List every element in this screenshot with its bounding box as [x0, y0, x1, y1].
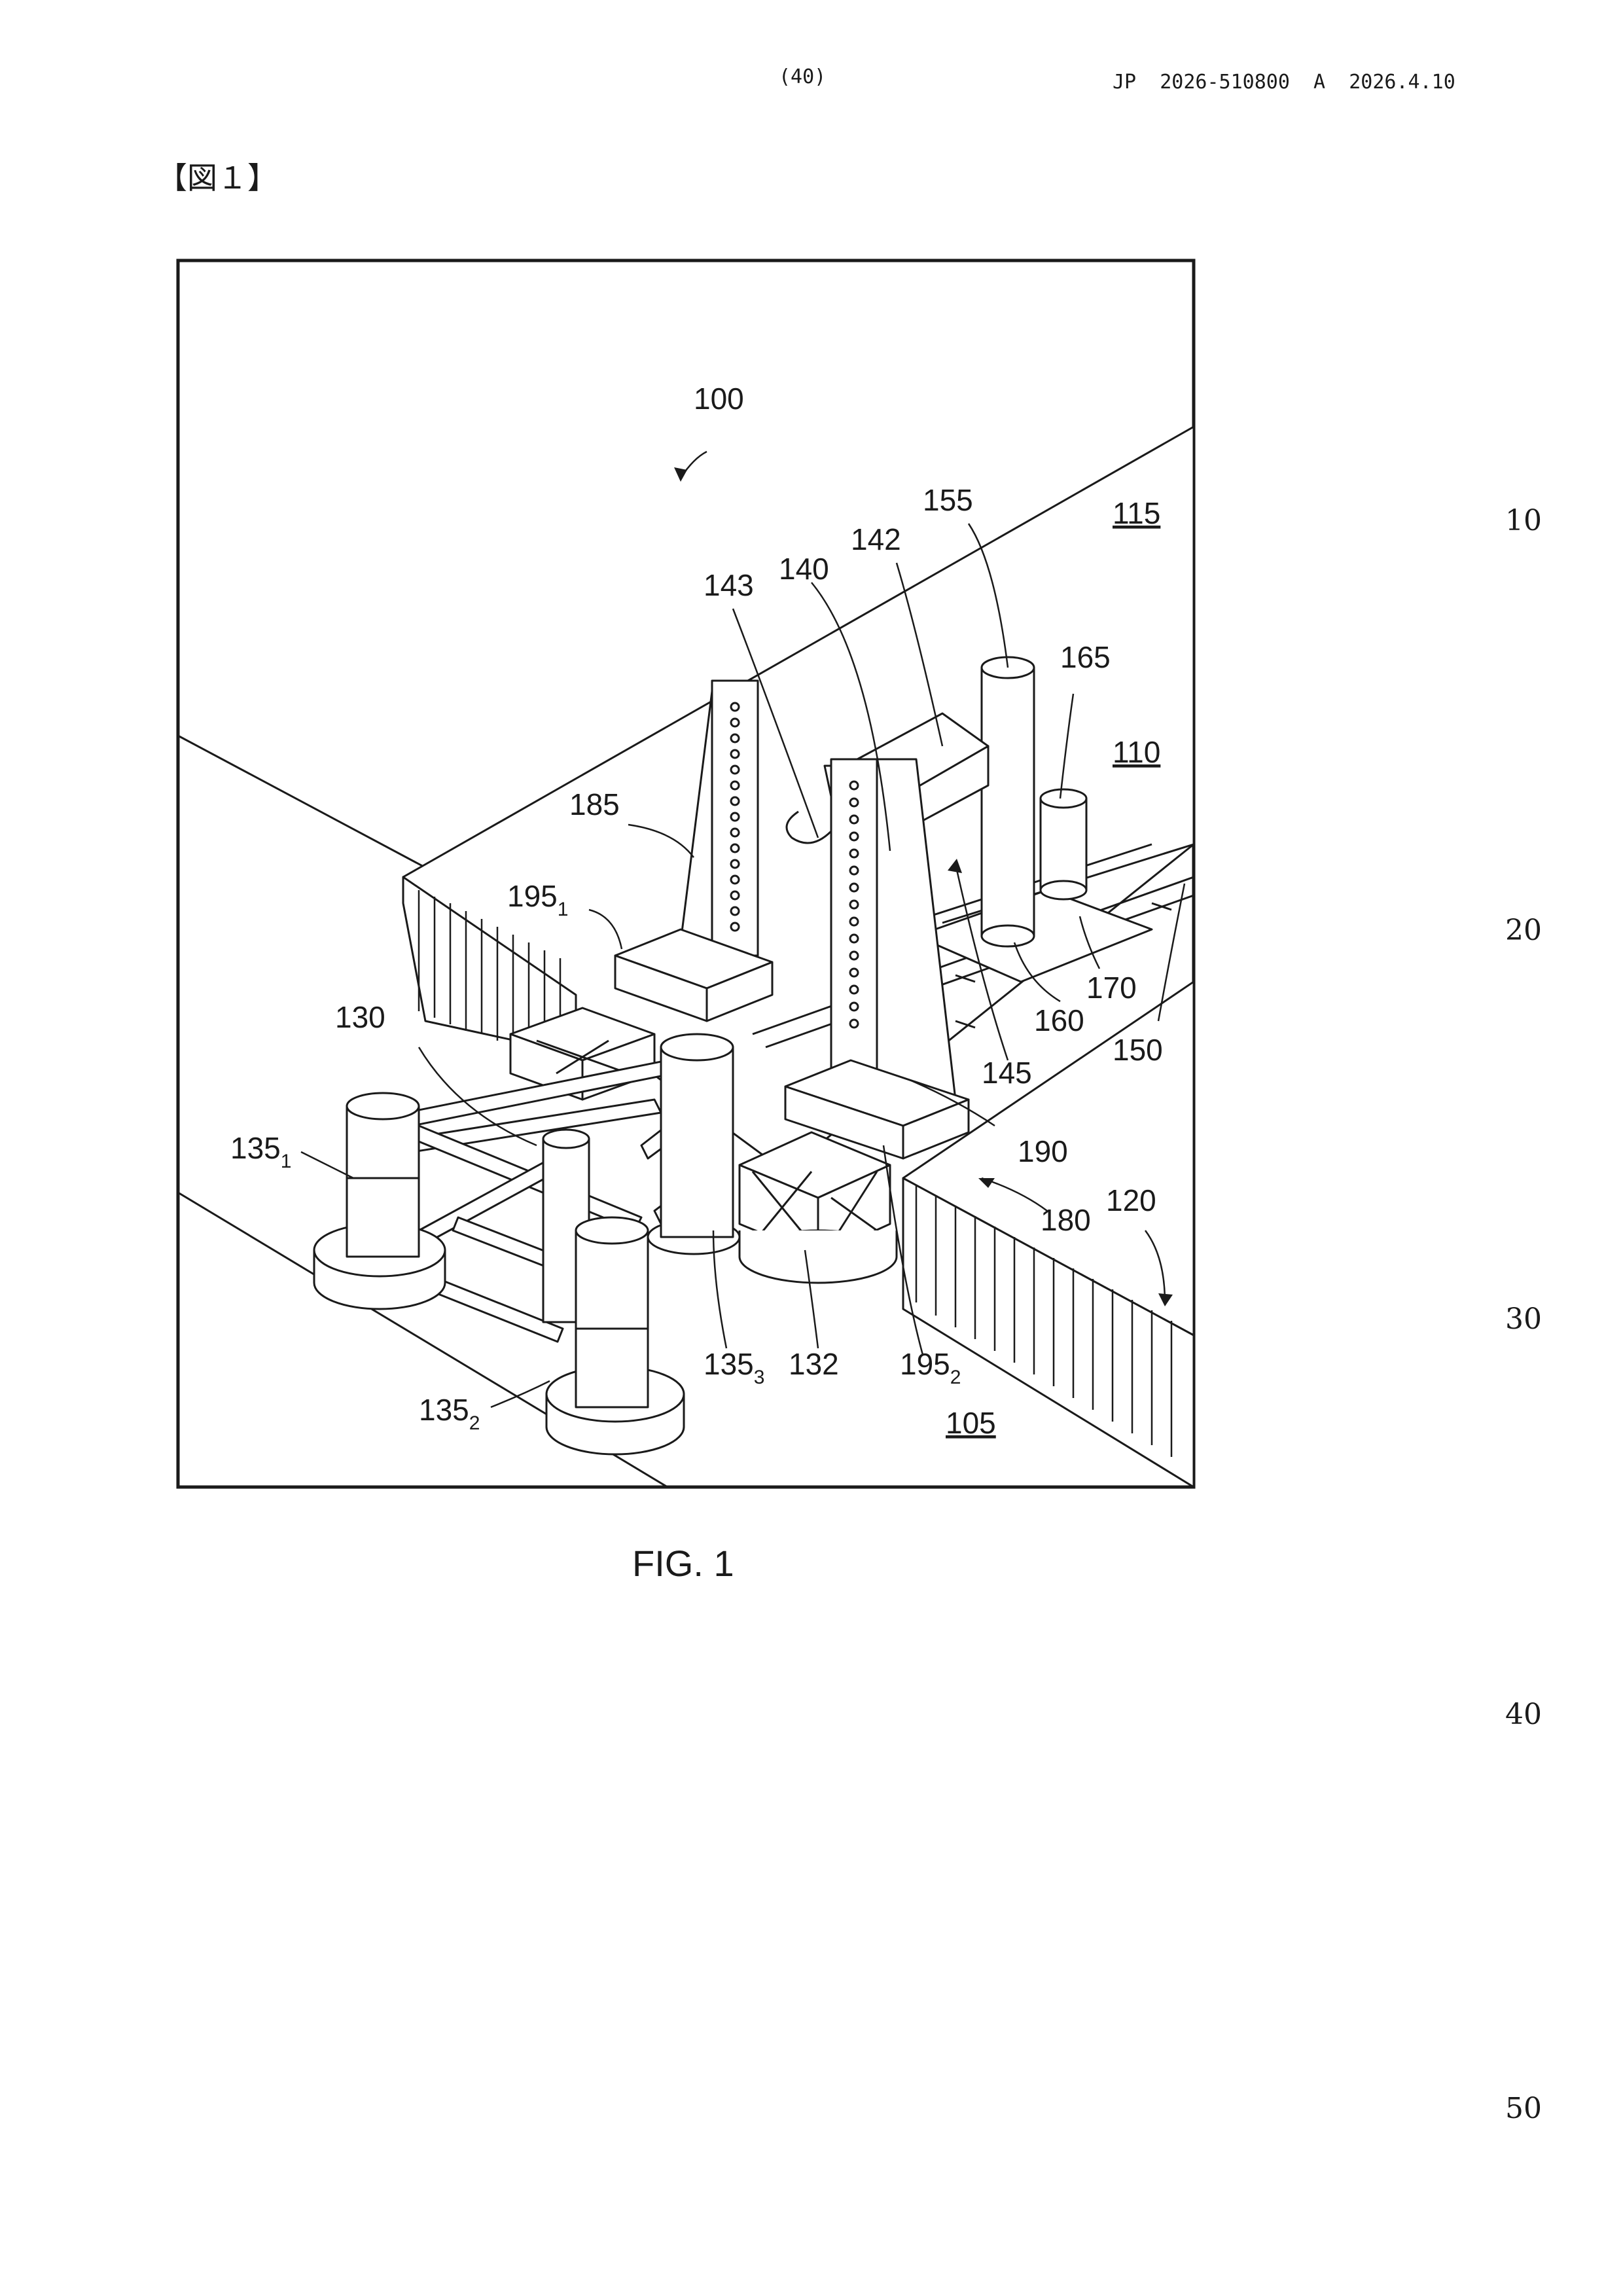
ref-155: 155 [923, 483, 973, 517]
figure-caption: FIG. 1 [632, 1542, 734, 1585]
column-135-1 [347, 1106, 419, 1257]
column-155 [982, 668, 1034, 936]
ref-135-1: 1351 [230, 1131, 291, 1172]
ref-170: 170 [1086, 971, 1137, 1005]
ref-185: 185 [569, 787, 620, 821]
column-135-3 [661, 1047, 733, 1237]
ref-105: 105 [946, 1406, 996, 1440]
ref-132: 132 [789, 1347, 839, 1381]
ref-160: 160 [1034, 1003, 1084, 1037]
ref-110: 110 [1113, 735, 1160, 769]
ref-130: 130 [335, 1000, 385, 1034]
ref-135-3: 1353 [704, 1347, 764, 1388]
ref-140: 140 [779, 552, 829, 586]
ref-195-2: 1952 [900, 1347, 961, 1388]
tank-165 [1041, 798, 1086, 890]
ref-135-2: 1352 [419, 1393, 480, 1434]
ref-150: 150 [1113, 1033, 1163, 1067]
ref-100: 100 [694, 382, 744, 416]
ref-143: 143 [704, 568, 754, 602]
ref-115: 115 [1113, 496, 1160, 530]
ref-120: 120 [1106, 1183, 1156, 1217]
ref-145: 145 [982, 1056, 1032, 1090]
ref-165: 165 [1060, 640, 1111, 674]
column-135-2 [576, 1230, 648, 1407]
tower-190-mast [831, 759, 877, 1100]
ref-180: 180 [1041, 1203, 1091, 1237]
ref-142: 142 [851, 522, 901, 556]
ref-190: 190 [1018, 1134, 1068, 1168]
